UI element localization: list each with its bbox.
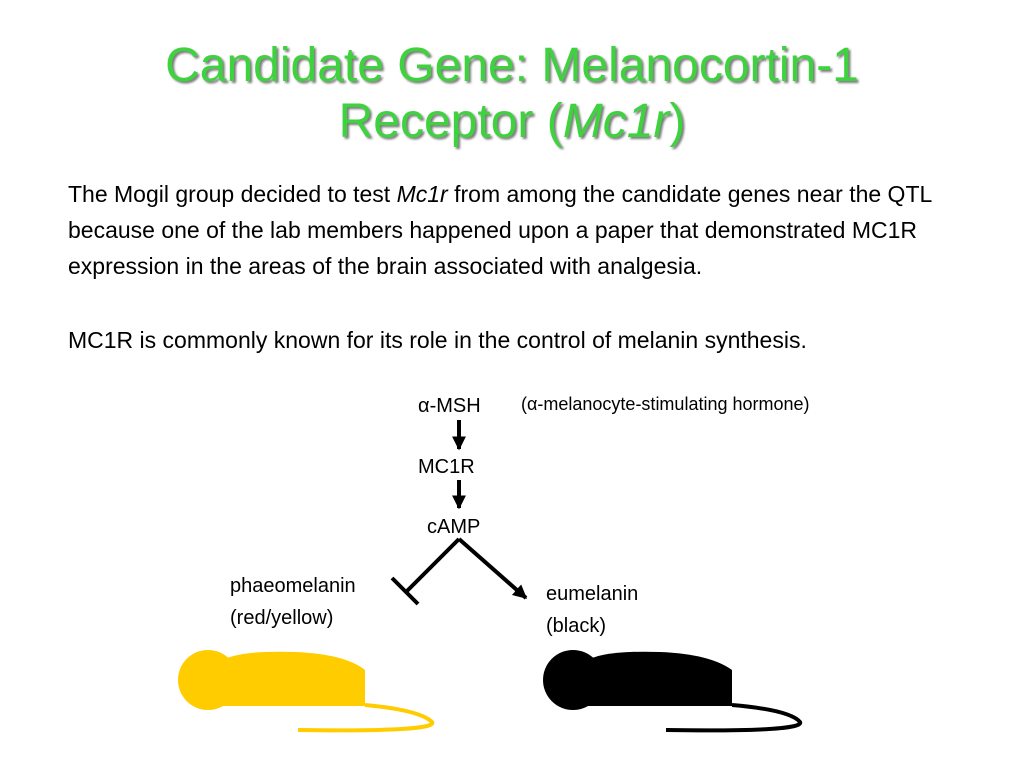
label-alpha-msh: α-MSH [418,395,481,417]
label-mc1r: MC1R [418,456,475,478]
title-suffix: ) [669,95,686,148]
label-camp: cAMP [427,516,481,538]
label-phaeomelanin: phaeomelanin [230,575,356,597]
label-red-yellow: (red/yellow) [230,607,334,629]
inhibition-line-to-phaeomelanin [403,537,461,595]
slide-title: Candidate Gene: Melanocortin-1 Receptor … [0,38,1024,150]
title-prefix: Receptor ( [338,95,563,148]
p1-suffix: from among the candidate genes near the … [68,181,932,279]
title-gene-italic: Mc1r [562,95,670,148]
inhibition-bar [390,576,420,606]
p1-gene-italic: Mc1r [396,181,448,207]
label-black: (black) [546,615,607,637]
paragraph-melanin-role: MC1R is commonly known for its role in t… [68,327,807,353]
yellow-mouse-icon [178,650,435,733]
black-mouse-icon [543,650,803,733]
label-hormone-full-name: (α-melanocyte-stimulating hormone) [521,394,810,414]
arrow-to-eumelanin [457,537,528,600]
label-eumelanin: eumelanin [546,583,639,605]
p1-prefix: The Mogil group decided to test [68,181,397,207]
title-line-2: Receptor (Mc1r) [0,94,1024,150]
title-line-1: Candidate Gene: Melanocortin-1 [165,39,859,92]
paragraph-mogil-group: The Mogil group decided to test Mc1r fro… [68,176,988,284]
